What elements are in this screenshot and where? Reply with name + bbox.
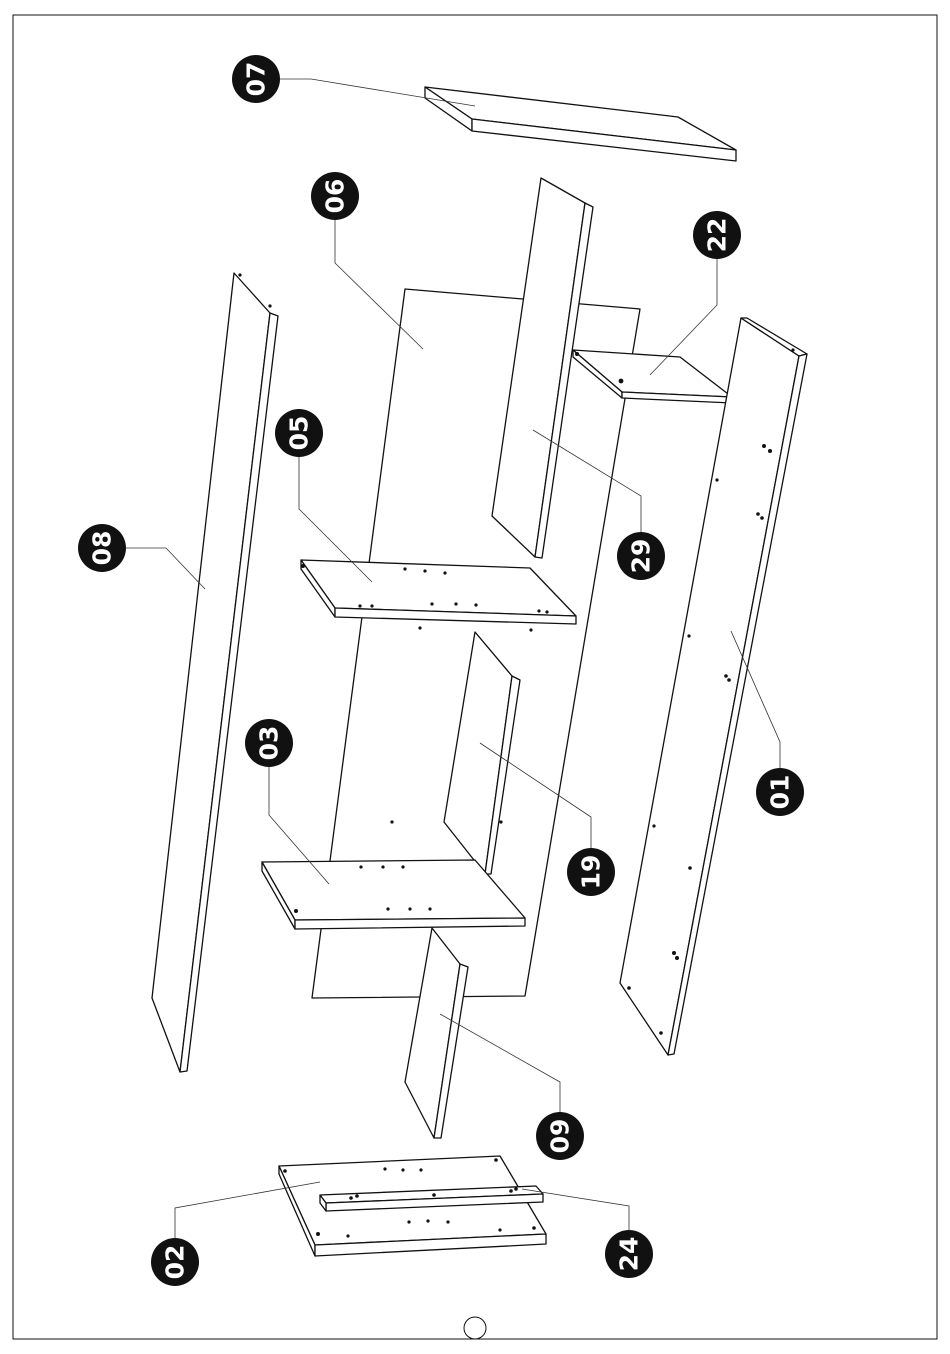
- svg-text:19: 19: [577, 855, 606, 890]
- svg-text:06: 06: [321, 179, 350, 214]
- callout-01: 01: [756, 768, 804, 816]
- right-side-panel: [620, 318, 807, 1055]
- top-panel: [425, 87, 736, 161]
- svg-text:02: 02: [161, 1245, 190, 1280]
- callout-08: 08: [78, 524, 126, 572]
- callout-07: 07: [232, 55, 280, 103]
- callout-24: 24: [605, 1230, 653, 1278]
- svg-text:05: 05: [285, 416, 314, 451]
- page-marker-circle: [464, 1317, 486, 1339]
- svg-text:03: 03: [255, 726, 284, 761]
- callout-02: 02: [151, 1238, 199, 1286]
- svg-text:09: 09: [546, 1119, 575, 1154]
- callout-03: 03: [245, 719, 293, 767]
- svg-text:07: 07: [242, 62, 271, 97]
- callout-09: 09: [536, 1112, 584, 1160]
- svg-text:29: 29: [627, 539, 656, 574]
- callout-05: 05: [275, 409, 323, 457]
- left-side-panel: [152, 273, 278, 1072]
- svg-text:22: 22: [703, 218, 732, 253]
- svg-text:01: 01: [766, 775, 795, 810]
- callout-29: 29: [617, 532, 665, 580]
- callout-22: 22: [693, 211, 741, 259]
- callout-06: 06: [311, 172, 359, 220]
- svg-text:08: 08: [88, 531, 117, 566]
- svg-text:24: 24: [615, 1237, 644, 1272]
- callout-19: 19: [567, 848, 615, 896]
